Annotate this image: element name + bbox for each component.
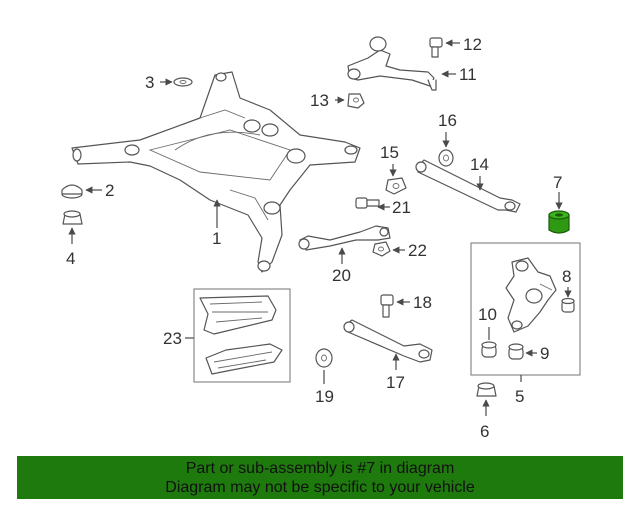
callout-9: 9	[540, 344, 549, 363]
part-20-toe-link[interactable]	[298, 225, 391, 251]
part-23-covers[interactable]	[199, 295, 283, 375]
part-17-rear-link[interactable]	[343, 319, 433, 363]
callout-22: 22	[408, 241, 427, 260]
callout-14: 14	[470, 155, 489, 174]
part-5-knuckle[interactable]	[505, 257, 557, 333]
part-4-nut[interactable]	[62, 210, 83, 225]
callout-7: 7	[553, 173, 562, 192]
part-19-washer[interactable]	[315, 348, 333, 368]
callout-8: 8	[562, 267, 571, 286]
callout-17: 17	[386, 373, 405, 392]
callout-5: 5	[515, 387, 524, 406]
part-23-group-box	[193, 288, 291, 383]
callout-19: 19	[315, 387, 334, 406]
callout-2: 2	[105, 181, 114, 200]
callout-16: 16	[438, 111, 457, 130]
callout-12: 12	[463, 35, 482, 54]
callout-4: 4	[66, 249, 75, 268]
part-13-nut[interactable]	[347, 93, 365, 109]
part-7-bushing[interactable]	[548, 210, 570, 234]
part-6-nut[interactable]	[476, 382, 497, 397]
callout-1: 1	[212, 229, 221, 248]
part-15-bushing[interactable]	[385, 177, 407, 195]
part-3-washer[interactable]	[173, 77, 193, 87]
part-12-bolt[interactable]	[429, 37, 443, 58]
part-14-lateral-link[interactable]	[415, 159, 521, 213]
callout-15: 15	[380, 143, 399, 162]
callout-23: 23	[163, 329, 182, 348]
part-11-upper-arm[interactable]	[347, 36, 437, 91]
part-18-bolt[interactable]	[380, 294, 394, 318]
part-2-washer[interactable]	[61, 184, 83, 199]
exploded-parts-diagram: 1 2 3 4 5 6 7	[61, 35, 581, 441]
callout-10: 10	[478, 305, 497, 324]
part-10-bushing[interactable]	[481, 341, 497, 358]
part-8-bushing[interactable]	[561, 297, 575, 313]
disclaimer-banner: Part or sub-assembly is #7 in diagram Di…	[17, 456, 623, 499]
banner-line-2: Diagram may not be specific to your vehi…	[165, 478, 475, 496]
callout-3: 3	[145, 73, 154, 92]
callout-11: 11	[459, 65, 477, 84]
part-16-washer[interactable]	[438, 149, 454, 167]
part-1-subframe[interactable]	[71, 71, 361, 273]
part-21-bolt[interactable]	[355, 197, 380, 209]
part-22-nut[interactable]	[372, 241, 391, 257]
banner-line-1: Part or sub-assembly is #7 in diagram	[185, 459, 455, 477]
part-5-group-box	[470, 242, 581, 376]
callout-18: 18	[413, 293, 432, 312]
callout-20: 20	[332, 266, 351, 285]
callout-13: 13	[310, 91, 329, 110]
callout-21: 21	[392, 198, 411, 217]
part-9-bushing[interactable]	[508, 343, 524, 360]
callout-6: 6	[480, 422, 489, 441]
